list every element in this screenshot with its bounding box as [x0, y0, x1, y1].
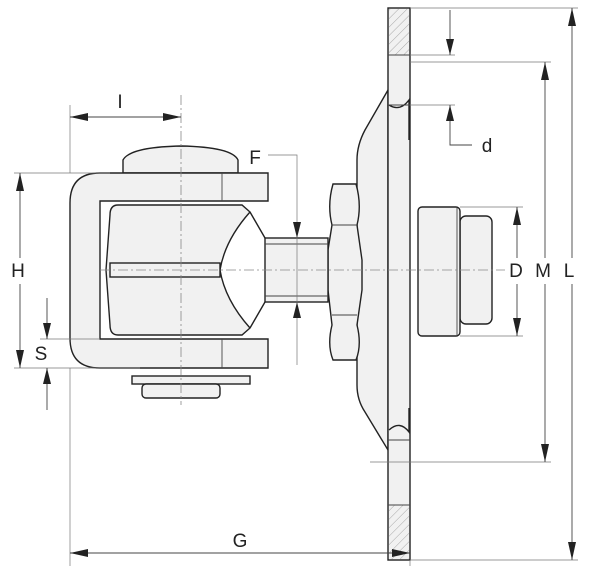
- dimension-label-i: I: [117, 92, 122, 113]
- dimension-label-s: S: [35, 344, 48, 365]
- u-bracket: [69, 172, 269, 369]
- dimension-label-l: L: [564, 261, 575, 282]
- dimension-label-m: M: [535, 261, 551, 282]
- washer: [131, 375, 251, 385]
- dimension-label-h: H: [11, 261, 25, 282]
- hex-nut: [327, 183, 363, 361]
- dimension-label-d-small: d: [482, 136, 493, 157]
- collar: [417, 206, 461, 337]
- mounting-plate: [356, 7, 411, 561]
- dimension-label-d: D: [509, 261, 523, 282]
- grease-cap: [122, 145, 239, 174]
- dimension-lines: [14, 7, 578, 566]
- dimension-label-g: G: [233, 531, 248, 552]
- dimension-label-f: F: [249, 148, 261, 169]
